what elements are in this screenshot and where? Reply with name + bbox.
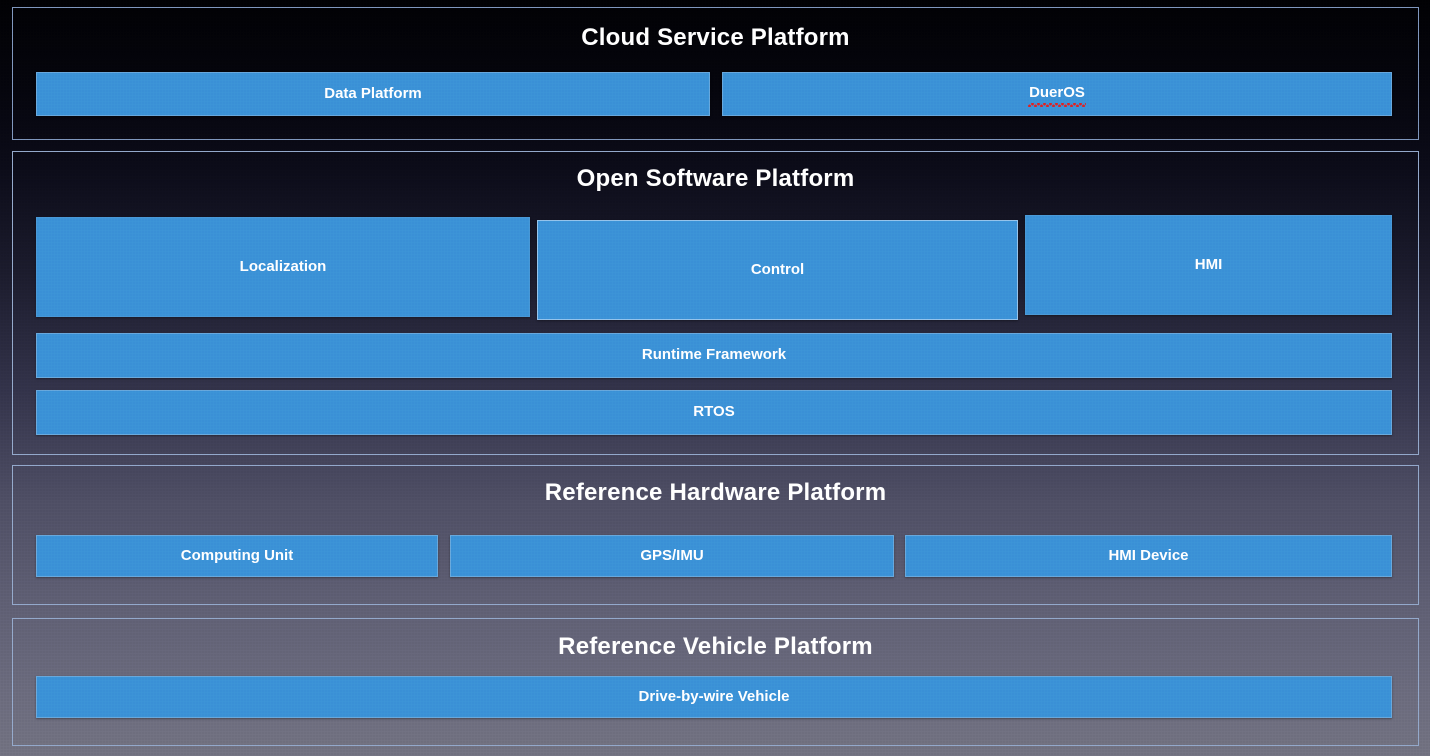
block-localization[interactable]: Localization (36, 217, 530, 317)
panel-title-reference-vehicle-platform: Reference Vehicle Platform (558, 633, 873, 660)
block-control[interactable]: Control (537, 220, 1018, 320)
panel-cloud-service-platform: Cloud Service Platform (12, 7, 1419, 140)
block-dueros[interactable]: DuerOS (722, 72, 1392, 116)
block-label-control: Control (750, 260, 805, 278)
block-hmi[interactable]: HMI (1025, 215, 1392, 315)
block-label-hmi-device: HMI Device (1108, 546, 1189, 564)
block-label-dueros: DuerOS (1028, 84, 1086, 107)
panel-reference-vehicle-platform: Reference Vehicle Platform (12, 618, 1419, 746)
block-label-gps-imu: GPS/IMU (640, 546, 704, 564)
block-computing-unit[interactable]: Computing Unit (36, 535, 438, 577)
block-label-data-platform: Data Platform (324, 84, 422, 102)
block-label-rtos: RTOS (693, 403, 735, 421)
block-data-platform[interactable]: Data Platform (36, 72, 710, 116)
block-label-runtime-framework: Runtime Framework (641, 346, 787, 364)
block-rtos[interactable]: RTOS (36, 390, 1392, 435)
block-label-computing-unit: Computing Unit (180, 546, 294, 564)
panel-open-software-platform: Open Software Platform (12, 151, 1419, 455)
block-gps-imu[interactable]: GPS/IMU (450, 535, 894, 577)
panel-reference-hardware-platform: Reference Hardware Platform (12, 465, 1419, 605)
block-label-localization: Localization (239, 257, 327, 275)
panel-title-cloud-service-platform: Cloud Service Platform (581, 24, 850, 51)
block-label-hmi: HMI (1194, 255, 1223, 273)
block-drive-by-wire-vehicle[interactable]: Drive-by-wire Vehicle (36, 676, 1392, 718)
block-hmi-device[interactable]: HMI Device (905, 535, 1392, 577)
panel-title-reference-hardware-platform: Reference Hardware Platform (544, 479, 887, 506)
block-label-drive-by-wire-vehicle: Drive-by-wire Vehicle (638, 687, 790, 705)
panel-title-open-software-platform: Open Software Platform (576, 165, 855, 192)
block-runtime-framework[interactable]: Runtime Framework (36, 333, 1392, 378)
